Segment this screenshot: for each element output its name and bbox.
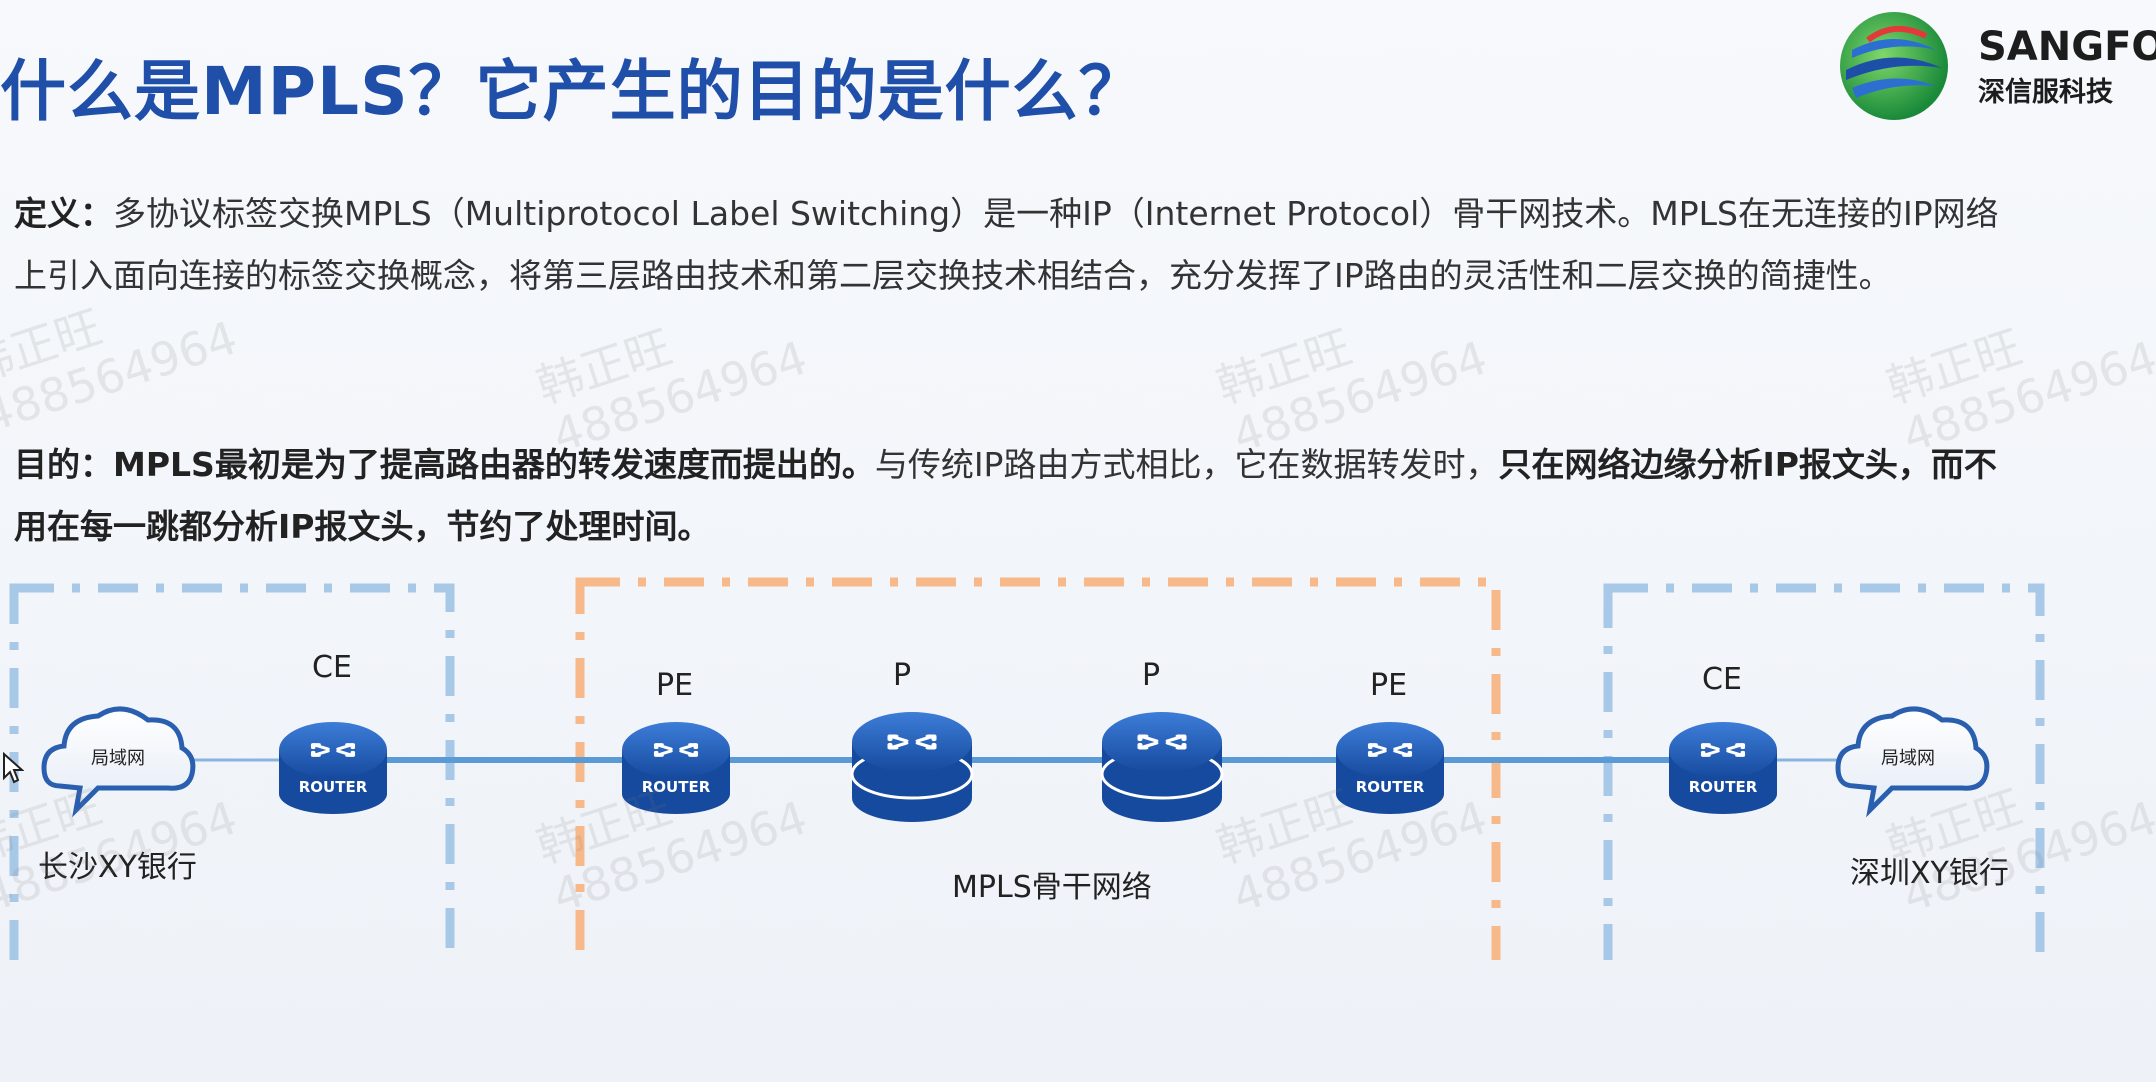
- right-site-label: 深圳XY银行: [1850, 856, 2009, 891]
- lan-cloud-right-icon: 局域网: [1835, 706, 1990, 818]
- router-pe-right-icon: ROUTER: [1336, 722, 1444, 814]
- router-pe-left-icon: ROUTER: [622, 722, 730, 814]
- pe-left-label: PE: [656, 668, 694, 703]
- p2-label: P: [1142, 658, 1161, 693]
- lan-cloud-left-icon: 局域网: [41, 706, 196, 818]
- p1-label: P: [893, 658, 912, 693]
- switch-p2-icon: [1100, 712, 1224, 822]
- backbone-box: [575, 577, 1501, 960]
- svg-text:ROUTER: ROUTER: [1689, 778, 1758, 796]
- ce-left-label: CE: [312, 650, 352, 685]
- cloud-label: 局域网: [1881, 748, 1935, 769]
- svg-text:ROUTER: ROUTER: [299, 778, 368, 796]
- logo-text: SANGFOR: [1978, 24, 2156, 70]
- pe-right-label: PE: [1370, 668, 1408, 703]
- mpls-network-diagram: 局域网 ROUTER ROUTER ROUTER: [9, 577, 2045, 960]
- purpose-paragraph: 目的：MPLS最初是为了提高路由器的转发速度而提出的。与传统IP路由方式相比，它…: [14, 434, 2014, 558]
- page-title: 什么是MPLS？它产生的目的是什么？: [0, 53, 1146, 130]
- purpose-bold-2: 只在网络边缘分析IP报文头，而不用在每一跳都分析IP报文头，节约了处理时间。: [14, 445, 1997, 546]
- purpose-bold-1: MPLS最初是为了提高路由器的转发速度而提出的。: [113, 445, 875, 484]
- router-ce-left-icon: ROUTER: [279, 722, 387, 814]
- left-site-label: 长沙XY银行: [38, 850, 197, 885]
- definition-paragraph: 定义：多协议标签交换MPLS（Multiprotocol Label Switc…: [14, 183, 2014, 307]
- definition-label: 定义：: [14, 194, 113, 233]
- svg-text:ROUTER: ROUTER: [1356, 778, 1425, 796]
- purpose-text: 与传统IP路由方式相比，它在数据转发时，: [874, 445, 1499, 484]
- ce-right-label: CE: [1702, 662, 1742, 697]
- svg-text:ROUTER: ROUTER: [642, 778, 711, 796]
- right-site-box: [1603, 583, 2045, 960]
- definition-text: 多协议标签交换MPLS（Multiprotocol Label Switchin…: [14, 194, 1999, 295]
- backbone-label: MPLS骨干网络: [952, 870, 1152, 905]
- sangfor-logo: [1840, 12, 1948, 120]
- mouse-cursor-icon: [3, 752, 24, 784]
- purpose-label: 目的：: [14, 445, 113, 484]
- router-ce-right-icon: ROUTER: [1669, 722, 1777, 814]
- switch-p1-icon: [850, 712, 974, 822]
- cloud-label: 局域网: [91, 748, 145, 769]
- logo-subtext: 深信服科技: [1978, 77, 2113, 108]
